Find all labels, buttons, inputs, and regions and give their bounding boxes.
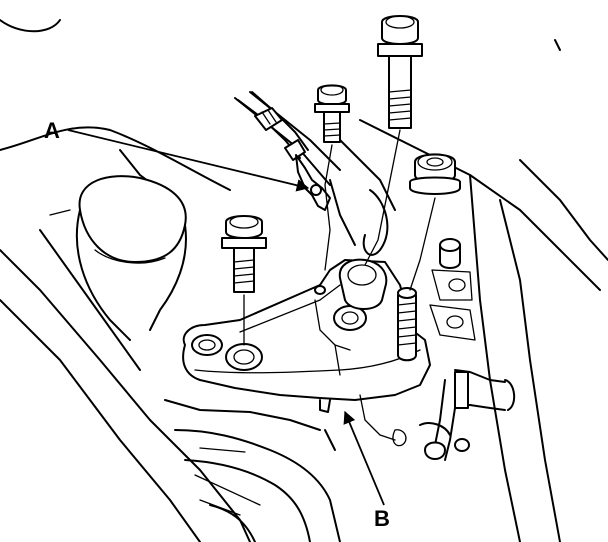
callout-label-b: B — [374, 506, 390, 531]
long-bolt — [377, 15, 423, 129]
flange-nut — [409, 153, 461, 195]
alignment-lines — [243, 129, 436, 346]
bracket-bolt-left — [221, 215, 267, 293]
round-cover — [75, 175, 187, 341]
leader-arrow-b — [343, 410, 385, 506]
transmission-housing — [164, 399, 341, 542]
terminal-bolt — [314, 84, 350, 143]
cable-terminal — [237, 91, 331, 211]
engine-body-outline — [0, 19, 608, 542]
mount-bracket — [182, 258, 431, 447]
engine-boss-right — [429, 238, 476, 341]
hose-clamp — [419, 369, 516, 461]
callout-label-a: A — [44, 118, 60, 143]
leader-arrow-a — [67, 129, 310, 192]
bracket-stud — [397, 287, 417, 362]
